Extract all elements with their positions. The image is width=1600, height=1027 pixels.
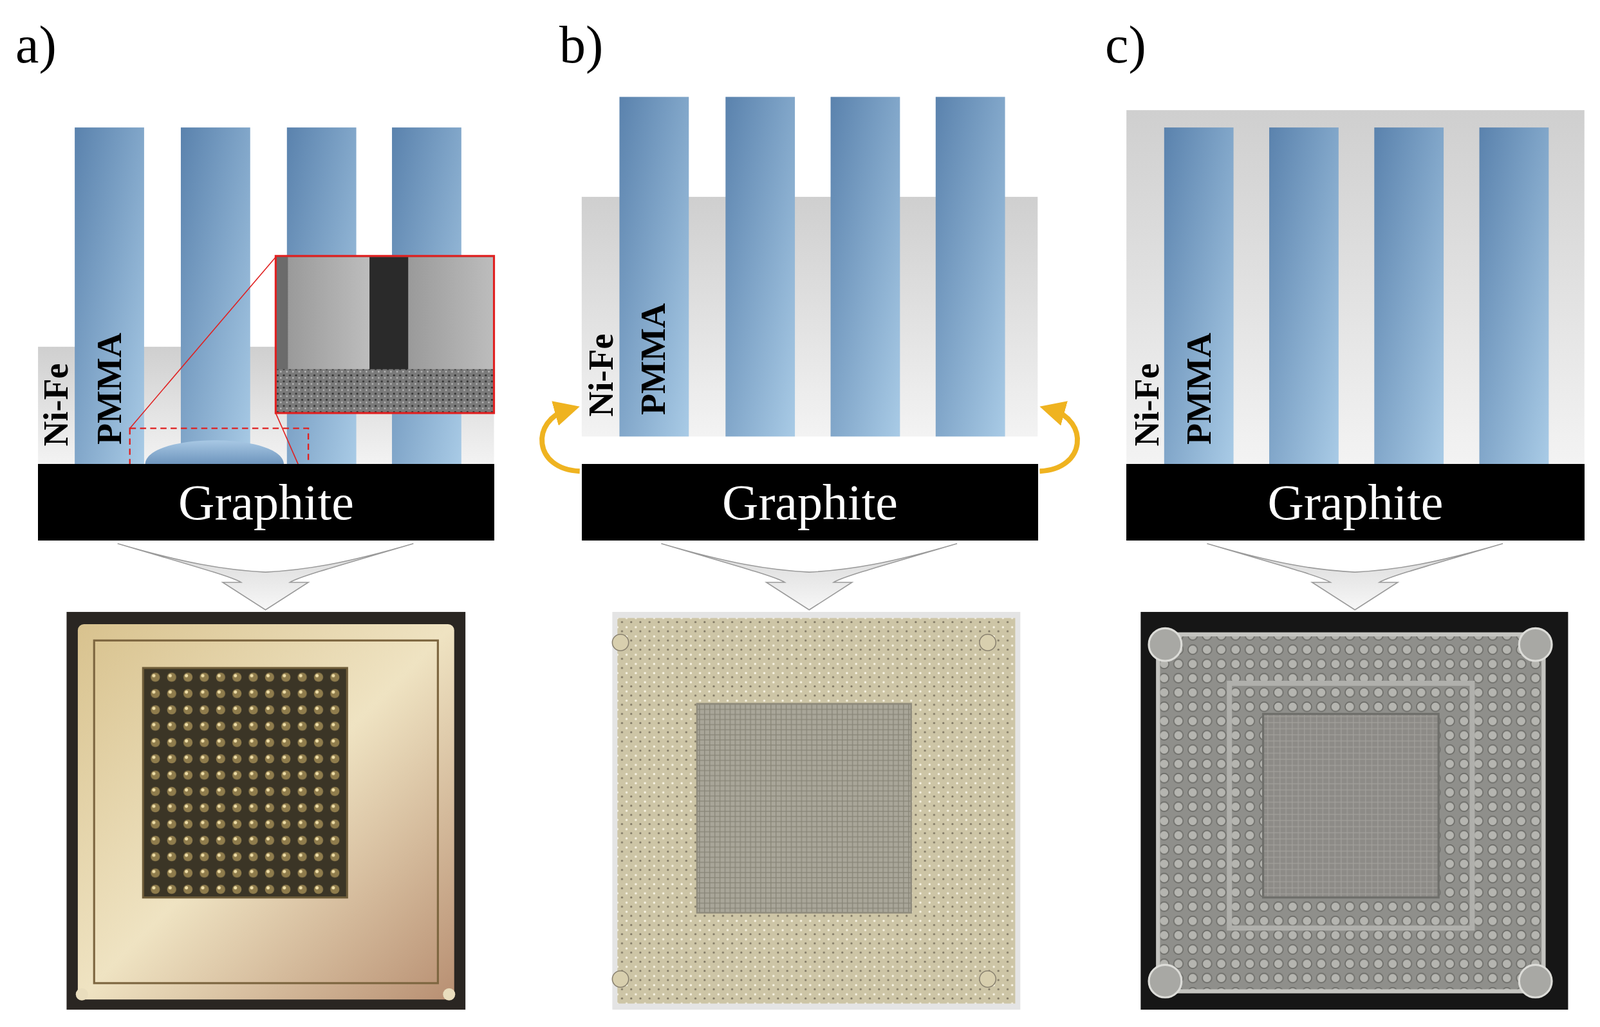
pmma-pillar (1479, 127, 1550, 465)
layer-label: PMMA (635, 303, 671, 416)
panel-letter: a) (15, 18, 57, 72)
zoom-leader (130, 256, 277, 428)
graphite-substrate: Graphite (1126, 464, 1585, 541)
sample-photo (66, 612, 466, 1010)
layer-label: PMMA (92, 332, 127, 445)
layer-label: Ni-Fe (38, 363, 74, 447)
layer-label: Ni-Fe (1129, 363, 1165, 447)
substrate-label: Graphite (1267, 477, 1444, 528)
pmma-pillar (1374, 127, 1444, 465)
pmma-pillar (725, 97, 795, 438)
nife-layer (1126, 110, 1585, 465)
flip-arrow (541, 409, 580, 472)
pmma-pillar (74, 127, 145, 465)
process-arrow (660, 543, 958, 611)
process-arrow (117, 543, 414, 611)
panel-letter: c) (1105, 18, 1147, 72)
sample-photo (1140, 612, 1568, 1010)
pmma-pillar (935, 97, 1006, 438)
pmma-pillar (180, 127, 251, 465)
pmma-pillar (619, 97, 689, 438)
pmma-pillar (1164, 127, 1234, 465)
graphite-substrate: Graphite (37, 464, 495, 541)
panel-letter: b) (559, 18, 604, 72)
process-arrow (1206, 543, 1503, 611)
layer-label: Ni-Fe (583, 334, 619, 418)
sem-inset (275, 256, 494, 414)
pmma-pillar (830, 97, 901, 438)
pmma-pillar (1269, 127, 1339, 465)
flip-arrow (1039, 409, 1078, 472)
substrate-label: Graphite (178, 477, 354, 528)
graphite-substrate: Graphite (581, 464, 1039, 541)
layer-label: PMMA (1181, 332, 1217, 445)
substrate-label: Graphite (722, 477, 898, 528)
pillar-defect (144, 440, 284, 465)
sample-photo (612, 612, 1021, 1010)
